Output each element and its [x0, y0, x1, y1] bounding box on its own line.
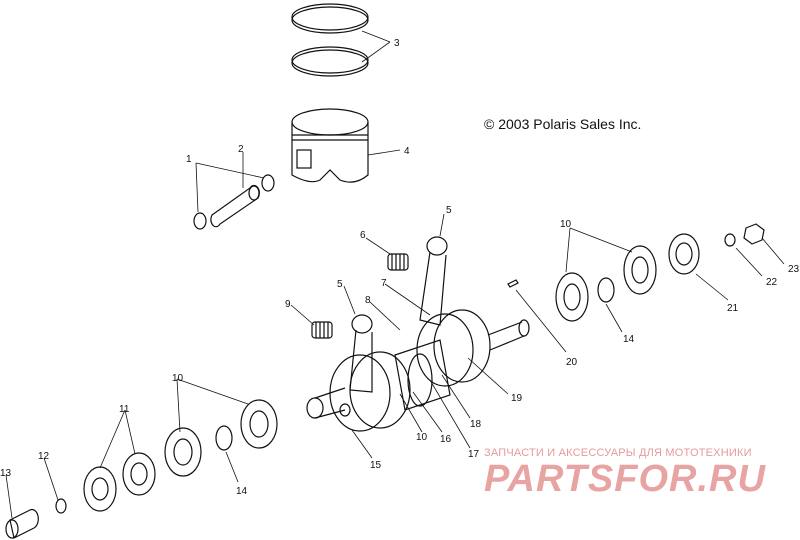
watermark-logo: PARTSFOR.RU [484, 458, 766, 500]
callout-7: 7 [381, 278, 387, 289]
callout-18: 18 [470, 419, 482, 430]
watermark-tagline: ЗАПЧАСТИ И АКСЕССУАРЫ ДЛЯ МОТОТЕХНИКИ [484, 447, 752, 459]
callout-13: 13 [0, 468, 12, 479]
callout-8: 8 [365, 295, 371, 306]
callout-15: 15 [370, 460, 382, 471]
callout-20: 20 [566, 357, 578, 368]
callout-10c: 10 [416, 432, 428, 443]
leader-lines [5, 30, 785, 519]
callout-numbers: 1 2 3 4 5 5 6 7 8 9 10 10 10 11 12 13 14… [0, 38, 800, 497]
wrist-pin-assembly [193, 174, 275, 230]
piston-rings [291, 3, 369, 77]
callout-11: 11 [119, 404, 130, 415]
callout-14b: 14 [236, 486, 248, 497]
callout-10a: 10 [560, 219, 572, 230]
piston [291, 108, 369, 183]
callout-10b: 10 [172, 373, 184, 384]
callout-1: 1 [186, 154, 192, 165]
crankshaft [306, 279, 530, 432]
callout-19: 19 [511, 393, 523, 404]
callout-17: 17 [468, 449, 480, 460]
left-bearings-seals [5, 399, 278, 539]
callout-14a: 14 [623, 334, 635, 345]
callout-5b: 5 [337, 279, 343, 290]
callout-22: 22 [766, 277, 778, 288]
callout-5a: 5 [446, 205, 452, 216]
callout-3: 3 [394, 38, 400, 49]
callout-9: 9 [285, 299, 291, 310]
callout-16: 16 [440, 434, 452, 445]
right-bearings-seals [555, 223, 765, 322]
connecting-rods [349, 236, 448, 393]
callout-4: 4 [404, 146, 410, 157]
callout-6: 6 [360, 230, 366, 241]
callout-12: 12 [38, 451, 50, 462]
callout-23: 23 [788, 264, 800, 275]
copyright-text: © 2003 Polaris Sales Inc. [484, 116, 642, 132]
needle-bearings [311, 253, 409, 339]
callout-2: 2 [238, 144, 244, 155]
callout-21: 21 [727, 303, 739, 314]
